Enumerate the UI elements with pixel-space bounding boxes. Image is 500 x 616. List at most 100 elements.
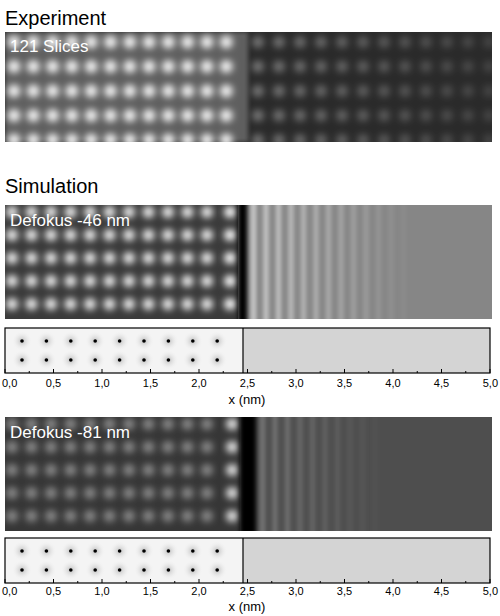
axis-tick [441,579,442,583]
lattice-spot [420,134,432,142]
axis-tick [102,369,103,373]
lattice-spot [85,60,98,73]
axis-tick [271,371,272,373]
lattice-spot [182,275,194,287]
axis-tick [5,579,6,583]
lattice-spot [182,487,194,499]
lattice-spot [84,510,96,522]
lattice-spot [104,36,117,49]
lattice-spot [357,61,369,73]
lattice-spot [441,85,453,97]
fringe [376,205,381,319]
tick-label: 1,0 [94,586,109,597]
lattice-spot [162,418,174,430]
lattice-spot [85,85,98,98]
lattice-spot [357,85,369,97]
lattice-spot [181,85,194,98]
atom-dot [93,358,97,362]
axis-tick [393,579,394,583]
lattice-spot [336,134,348,142]
lattice-spot [483,85,492,97]
atom-dot [69,568,73,572]
lattice-spot [226,464,238,476]
lattice-spot [6,229,18,241]
lattice-spot [65,298,77,310]
lattice-spot [201,60,214,73]
atom-dot [69,549,73,553]
lattice-spot [104,487,116,499]
lattice-spot [399,85,411,97]
lattice-spot [201,85,214,98]
lattice-spot [294,110,306,122]
tick-label: 2,5 [240,378,255,389]
lattice-spot [182,298,194,310]
lattice-spot [201,109,214,122]
lattice-spot [399,36,411,48]
fringe [301,205,306,319]
lattice-spot [378,85,390,97]
axis-tick [199,369,200,373]
fringe [335,417,340,531]
lattice-spot [6,252,18,264]
lattice-spot [8,134,21,143]
lattice-spot [84,275,96,287]
lattice-spot [26,441,38,453]
lattice-spot [143,252,155,264]
tick-label: 1,5 [143,586,158,597]
fringe [401,205,406,319]
tick-label: 2,5 [240,586,255,597]
lattice-spot [182,252,194,264]
simulation-image [5,205,492,319]
lattice-spot [104,510,116,522]
lattice-spot [399,61,411,73]
lattice-spot [123,60,136,73]
lattice-spot [315,134,327,142]
fringe [289,205,294,319]
lattice-spot [252,36,264,48]
axis-tick [150,579,151,583]
lattice-spot [224,252,236,264]
lattice-spot [27,85,40,98]
atom-dot [20,568,24,572]
axis-tick [53,369,54,373]
image-label: Defokus -46 nm [10,212,130,229]
tick-label: 4,5 [434,378,449,389]
axis-tick [490,369,491,373]
lattice-spot [357,36,369,48]
tick-label: 4,0 [385,586,400,597]
lattice-spot [441,36,453,48]
image-label: 121 Slices [10,38,88,55]
lattice-spot [84,298,96,310]
fringe [373,417,378,531]
lattice-spot [420,110,432,122]
lattice-spot [162,487,174,499]
lattice-spot [336,61,348,73]
atom-dot [20,549,24,553]
fringe [348,417,353,531]
lattice-spot [378,36,390,48]
axis-tick [174,371,175,373]
atom-dot [142,549,146,553]
tick-label: 4,0 [385,378,400,389]
lattice-spot [143,229,155,241]
lattice-spot [182,441,194,453]
axis-tick [320,371,321,373]
atom-dot [93,568,97,572]
fringe [351,205,356,319]
lattice-spot [45,252,57,264]
lattice-spot [104,275,116,287]
lattice-spot [84,441,96,453]
tick-label: 5,0 [483,378,498,389]
atom-dot [45,358,49,362]
lattice-spot [162,229,174,241]
axis-tick [29,371,30,373]
lattice-spot [315,36,327,48]
lattice-spot [462,110,474,122]
lattice-spot [143,487,155,499]
lattice-spot [162,36,175,49]
lattice-spot [336,36,348,48]
lattice-spot [315,61,327,73]
atom-dot [69,358,73,362]
lattice-spot [123,85,136,98]
